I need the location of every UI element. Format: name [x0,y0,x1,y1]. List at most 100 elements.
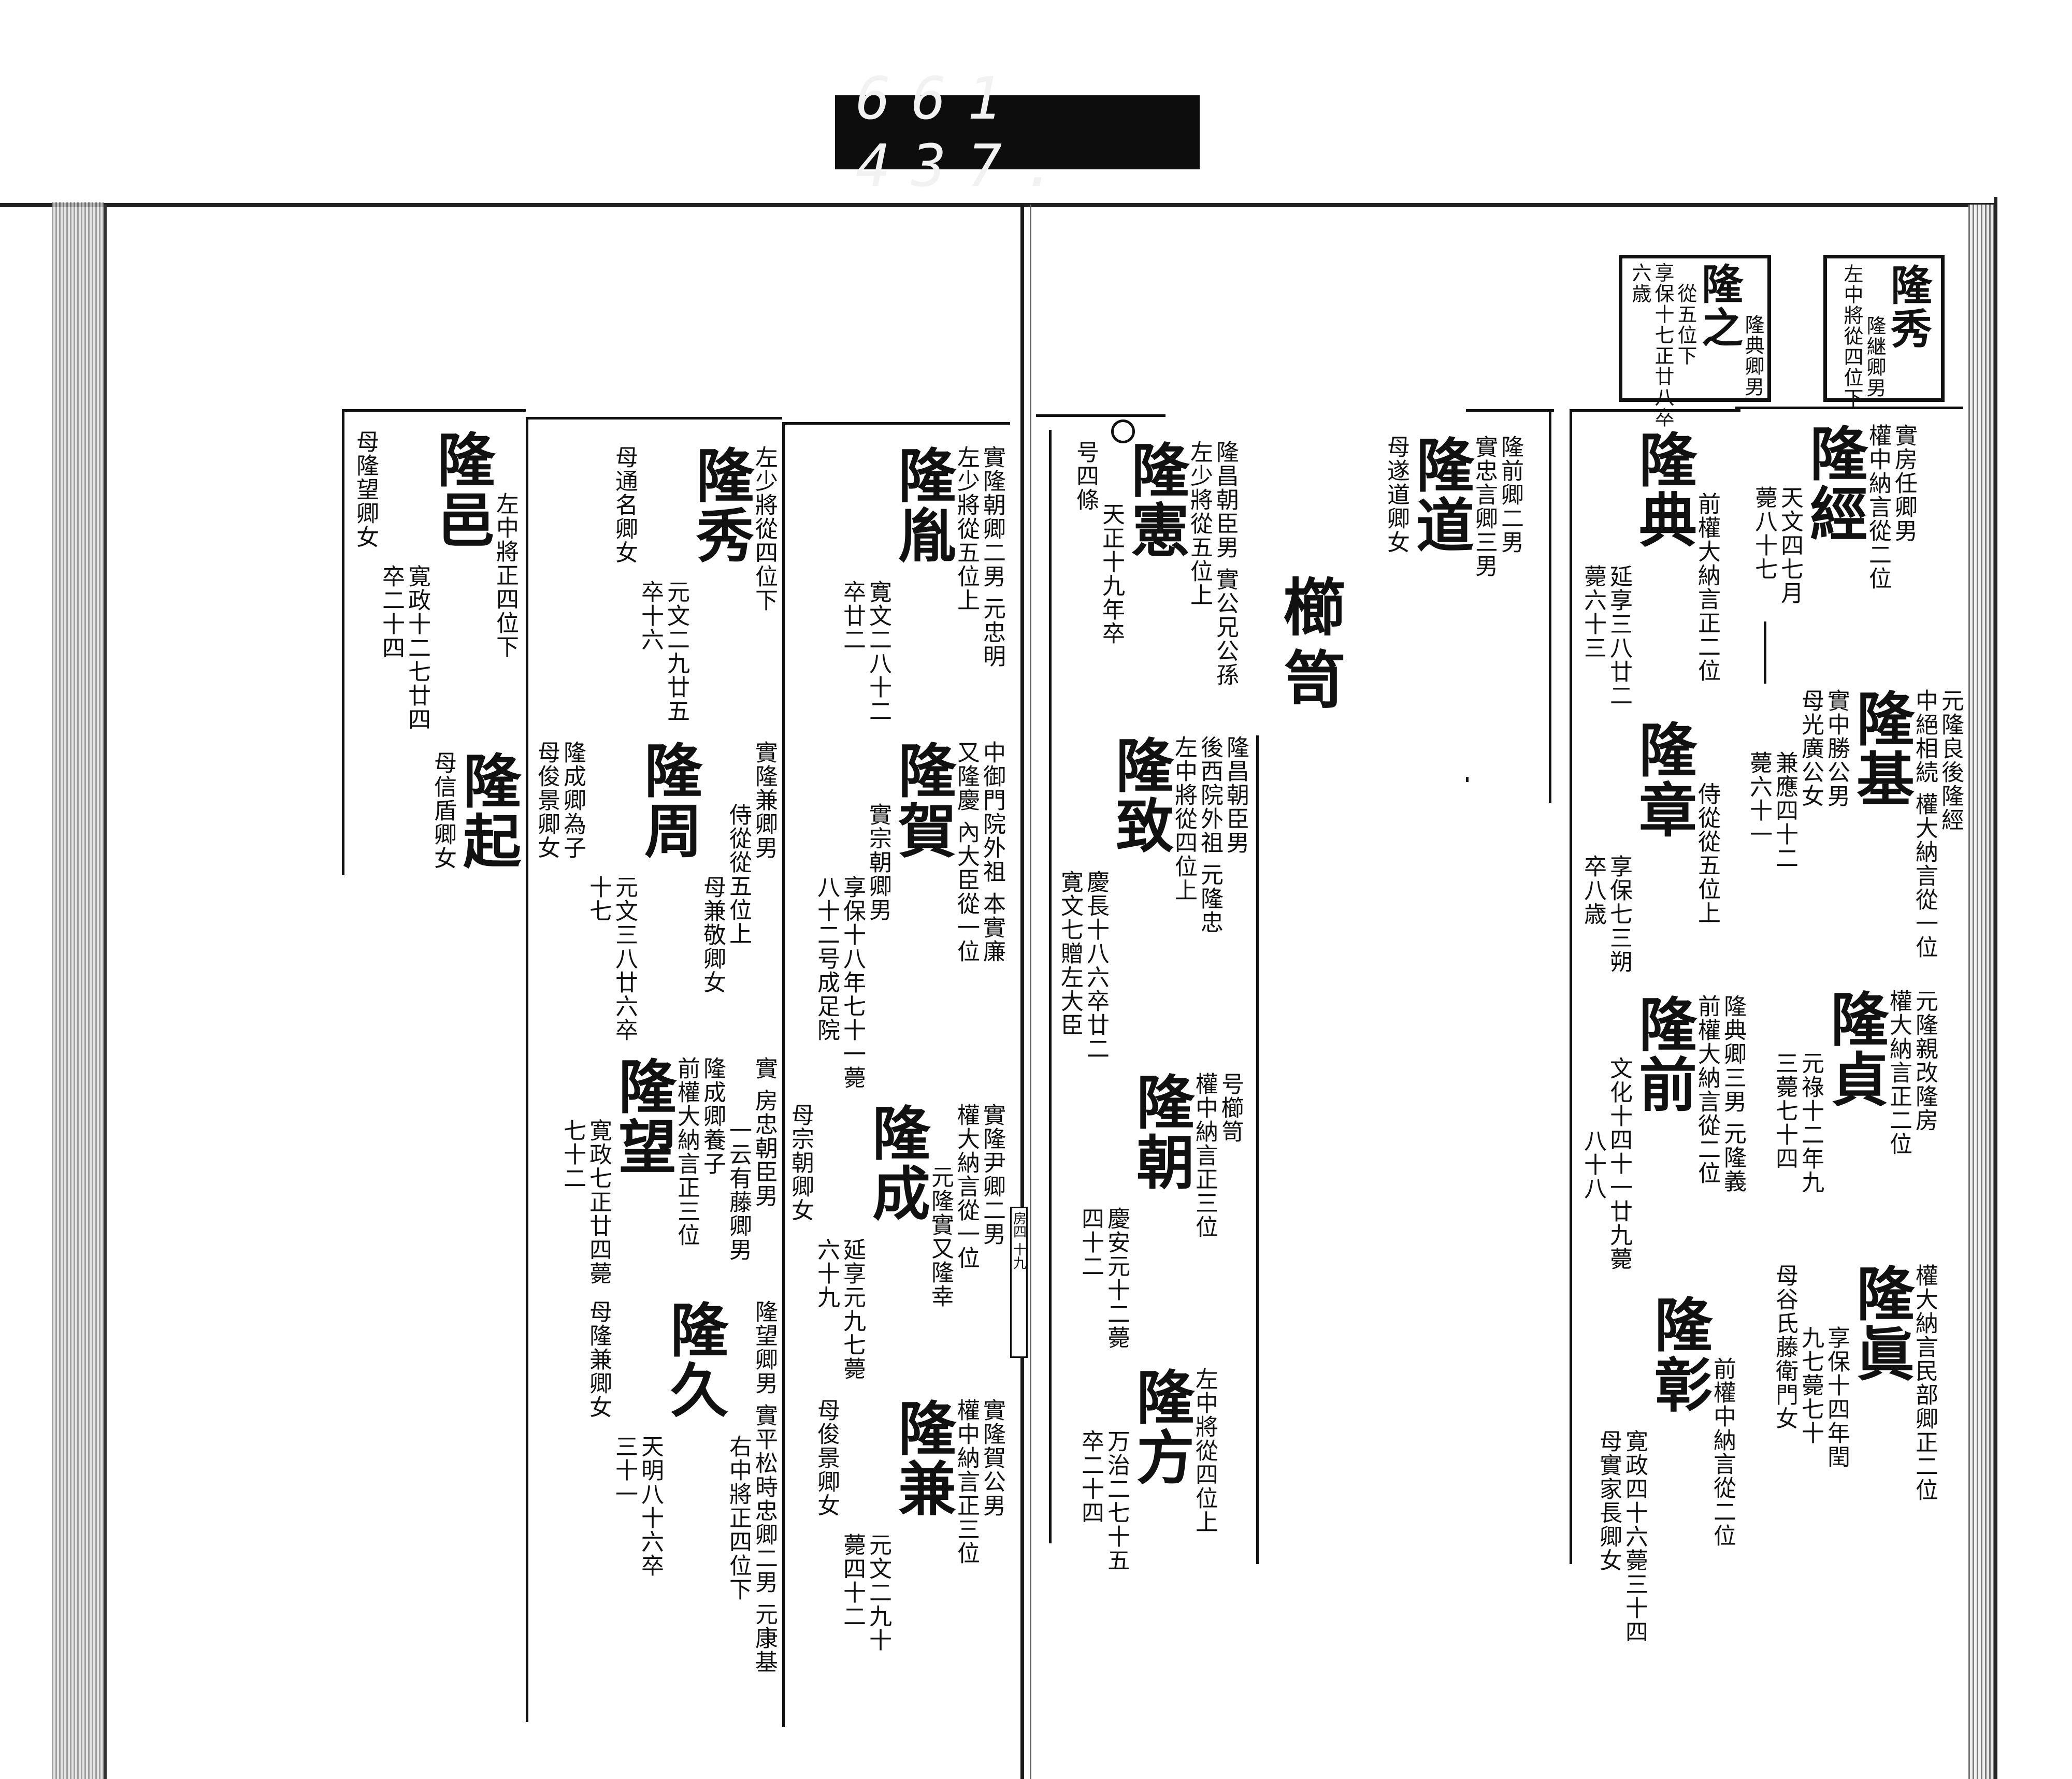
top-rule [0,203,2072,207]
entry-note: 中絕相続 權大納言從一位 [1911,689,1938,959]
lineage-line [1735,407,1963,409]
entry-takaaki-2: 前權中納言從二位 隆彰 寛政四十六薨三十四 母實家長卿女 [1595,1295,1736,1644]
entry-note: 卒二十四 [1077,1429,1104,1525]
entry-name: 隆貞 [1821,989,1889,1109]
entry-takanori-2: 隆昌朝臣男 實公兄公孫 左少將從五位上 隆憲 天正十九年卒 号四條 [1072,440,1239,687]
entry-note: 權大納言民部卿正二位 [1911,1264,1938,1502]
entry-note: 薨六十一 [1746,751,1772,846]
entry-note: 左少將從五位上 [1186,440,1213,607]
entry-note: 天文四七月 [1777,486,1803,605]
lineage-line [342,409,526,412]
lineage-line [526,417,528,1722]
entry-name: 隆基 [1847,689,1915,809]
entry-note: 卒八歳 [1580,855,1606,926]
entry-note: 權大納言從一位 [953,1103,980,1270]
entry-note: 享保七三朔 [1606,855,1632,974]
entry-takazane: 權大納言民部卿正二位 隆眞 享保十四年閏 九七薨七十 母谷氏藤衛門女 [1772,1264,1938,1502]
page-marker: 房四 十九 [1010,1207,1028,1358]
entry-takamoto: 元隆良後隆經 中絕相続 權大納言從一位 隆基 實中勝公男 母光廣公女 兼應四十二… [1746,689,1964,959]
entry-takamichi: 隆前卿二男 實忠言卿三男 隆道 母遂道卿女 [1383,435,1523,578]
entry-takachika: 實隆兼卿男 侍從從五位上 母兼敬卿女 隆周 元文三八廿六卒 十七 隆成卿為子 母… [534,741,778,1042]
entry-note: 權大納言正二位 [1886,989,1912,1156]
entry-takatomo: 号櫛笥 權中納言正三位 隆朝 慶安元十二薨 四十二 [1077,1072,1244,1350]
entry-note: 實中勝公男 [1823,689,1850,808]
lineage-line [1549,409,1551,803]
entry-note: 享保十八年七十一薨 [839,875,866,1090]
entry-name: 隆眞 [1847,1264,1915,1384]
entry-note: 寛文七贈左大臣 [1057,870,1083,1037]
entry-note: 元隆親改隆房 [1911,989,1938,1132]
boxed-entry-takahide: 隆秀 隆継卿男 左中將從四位下 [1823,255,1945,409]
entry-note: 八十八 [1580,1129,1606,1201]
entry-note: 七十二 [559,1119,586,1190]
lineage-line [1256,735,1259,1564]
film-frame-label: 661 437. [835,65,1200,200]
entry-note: 隆典卿三男 元隆義 [1720,994,1746,1193]
lineage-line [342,409,344,875]
entry-note: 母谷氏藤衛門女 [1772,1264,1798,1430]
entry-note: 元隆良後隆經 [1937,689,1964,832]
entry-note: 又隆慶 內大臣從一位 [953,741,980,963]
entry-name: 隆望 [609,1057,677,1177]
lineage-line [1049,430,1052,1543]
entry-name: 隆邑 [427,430,495,550]
lineage-line [1036,414,1166,417]
entry-name: 隆周 [635,741,702,861]
entry-name: 隆前 [1629,994,1697,1115]
entry-note: 薨六十三 [1580,565,1606,660]
entry-note: 隆前卿二男 [1497,435,1523,554]
entry-name: 隆憲 [1121,440,1189,560]
entry-note: 号四條 [1072,440,1099,512]
lineage-line [1570,409,1572,1564]
entry-note: 前權大納言從二位 [1694,994,1720,1185]
lineage-line [782,422,1010,425]
right-page-margin [1994,197,2072,1779]
entry-note: 母俊景卿女 [534,741,560,860]
entry-note: 實隆朝卿二男 元忠明 [979,445,1005,668]
entry-note: 卒廿二 [839,580,866,652]
entry-name: 隆方 [1127,1367,1195,1487]
entry-note: 元文三八廿六卒 [611,875,638,1042]
right-page-edge [1968,205,1994,1779]
entry-takakane: 實隆賀公男 權中納言正三位 隆兼 元文二九十 薨四十二 母俊景卿女 [813,1398,1005,1652]
entry-note: 前權中納言從二位 [1709,1357,1736,1547]
entry-note: 隆望卿男 實平松時忠卿二男 元康基 [751,1300,778,1674]
entry-note: 兼應四十二 [1772,751,1798,870]
entry-name: 隆致 [1106,735,1174,856]
entry-note: 三薨七十四 [1772,1051,1798,1170]
entry-takaoki: 隆起 母信盾卿女 [430,751,521,871]
entry-name: 隆彰 [1645,1295,1713,1415]
entry-note: 左中將從四位上 [1191,1367,1218,1534]
entry-name: 隆經 [1800,424,1868,544]
entry-name: 隆賀 [888,741,956,861]
entry-note: 侍從從五位上 [1694,782,1720,925]
left-page-border [104,205,107,1779]
entry-note: 八十二号成足院 [813,875,840,1042]
left-page-edge [52,202,104,1779]
lineage-line [526,417,782,420]
entry-note: 權中納言正三位 [953,1398,980,1565]
entry-note: 号櫛笥 [1217,1072,1244,1144]
lineage-line [1466,777,1469,782]
entry-note: 實忠言卿三男 [1471,435,1498,578]
entry-note: 母隆兼卿女 [585,1300,612,1419]
entry-note: 一云有藤卿男 [725,1119,752,1262]
book-gutter [1020,205,1024,1779]
entry-note: 母遂道卿女 [1383,435,1409,554]
entry-takanari: 實隆尹卿二男 權大納言從一位 元隆實又隆幸 隆成 延享元九七薨 六十九 母宗朝卿… [787,1103,1005,1381]
entry-name: 隆秀 [686,445,754,566]
entry-note: 享保十七正廿八卒 [1651,263,1674,428]
entry-note: 元文二九廿五 [663,580,689,723]
entry-takaaki: 侍從從五位上 隆章 享保七三朔 卒八歳 [1580,720,1720,974]
entry-name: 隆典 [1629,430,1697,550]
entry-note: 卒十六 [637,580,664,652]
entry-note: 隆成卿養子 [699,1057,726,1176]
entry-note: 實隆尹卿二男 [979,1103,1005,1246]
entry-note: 母宗朝卿女 [787,1103,814,1222]
entry-note: 侍從從五位上 [725,803,752,946]
entry-note: 實宗朝卿男 [865,803,891,922]
entry-note: 享保十四年閏 [1823,1326,1850,1469]
entry-takahisa: 隆望卿男 實平松時忠卿二男 元康基 右中將正四位下 隆久 天明八十六卒 三十一 … [585,1300,778,1674]
entry-note: 左少將從五位上 [953,445,980,612]
entry-takamune: 隆昌朝臣男 後西院外祖 元隆忠 左中將從四位上 隆致 慶長十八六卒廿二 寛文七贈… [1057,735,1249,1061]
